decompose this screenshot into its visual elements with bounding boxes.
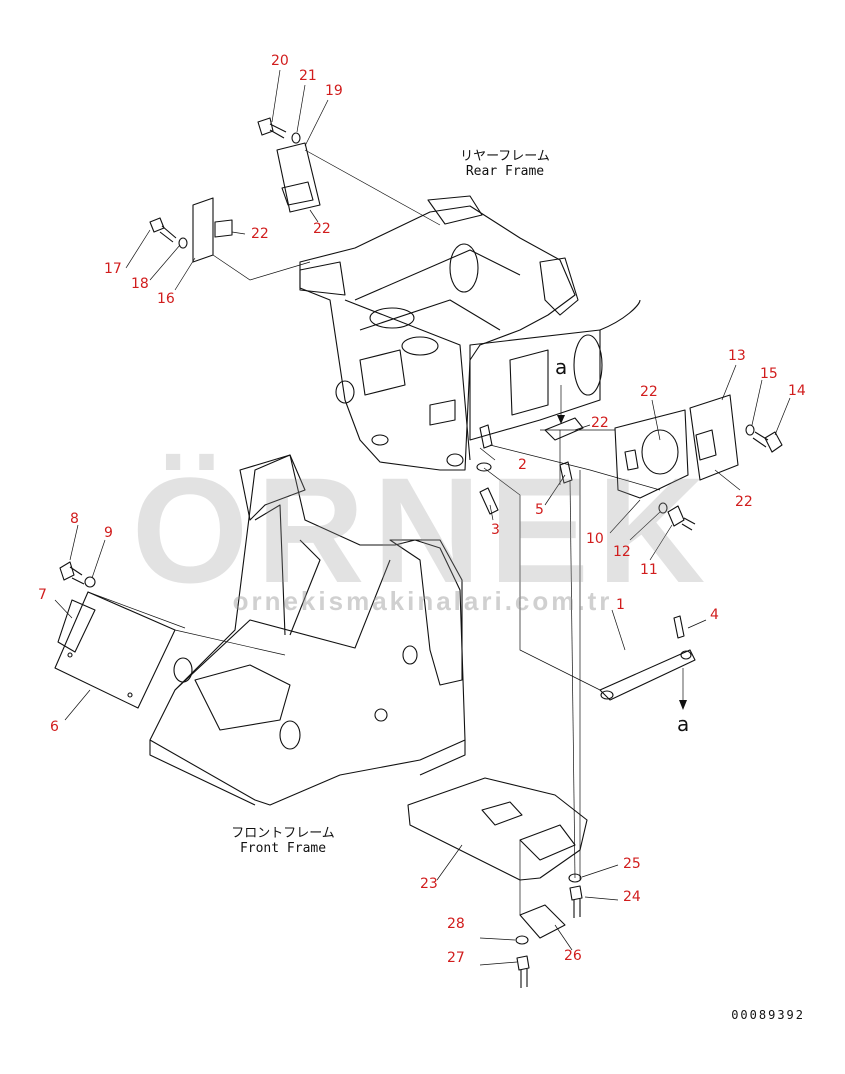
callout-6: 6 xyxy=(50,719,59,735)
bolt-11-drawing xyxy=(658,502,696,531)
callout-22-e: 22 xyxy=(735,494,753,510)
front-frame-label-en: Front Frame xyxy=(239,840,327,856)
callout-10: 10 xyxy=(586,531,604,547)
view-a-marker-top: a xyxy=(555,355,568,379)
callout-7: 7 xyxy=(38,587,47,603)
front-frame-drawing xyxy=(149,454,466,806)
callout-18: 18 xyxy=(131,276,149,292)
callout-20: 20 xyxy=(271,53,289,69)
callout-3: 3 xyxy=(491,522,500,538)
plate-19-drawing xyxy=(257,117,321,213)
callout-15: 15 xyxy=(760,366,778,382)
callout-22-d: 22 xyxy=(591,415,609,431)
link-1-drawing xyxy=(599,615,696,701)
callout-25: 25 xyxy=(623,856,641,872)
drawing-number: 00089392 xyxy=(731,1008,805,1022)
plate-13-drawing xyxy=(689,394,783,481)
callout-24: 24 xyxy=(623,889,641,905)
callout-17: 17 xyxy=(104,261,122,277)
rear-frame-drawing xyxy=(299,195,641,471)
callout-9: 9 xyxy=(104,525,113,541)
callout-27: 27 xyxy=(447,950,465,966)
bolt-8-drawing xyxy=(59,561,96,588)
plate-26-drawing xyxy=(515,873,583,988)
callout-13: 13 xyxy=(728,348,746,364)
callout-12: 12 xyxy=(613,544,631,560)
cover-6-drawing xyxy=(54,591,176,709)
callout-21: 21 xyxy=(299,68,317,84)
callout-23: 23 xyxy=(420,876,438,892)
callout-19: 19 xyxy=(325,83,343,99)
callout-22-b: 22 xyxy=(251,226,269,242)
callout-22-a: 22 xyxy=(313,221,331,237)
callout-2: 2 xyxy=(518,457,527,473)
front-frame-label-jp: フロントフレーム xyxy=(231,826,335,841)
pins-drawing xyxy=(476,417,584,515)
callout-11: 11 xyxy=(640,562,658,578)
callout-22-c: 22 xyxy=(640,384,658,400)
callout-26: 26 xyxy=(564,948,582,964)
rear-frame-label-en: Rear Frame xyxy=(465,163,545,179)
rear-frame-label-jp: リヤーフレーム xyxy=(460,149,550,164)
callout-8: 8 xyxy=(70,511,79,527)
callout-4: 4 xyxy=(710,607,719,623)
view-a-marker-bottom: a xyxy=(677,712,690,736)
plate-16-drawing xyxy=(149,197,233,263)
callout-5: 5 xyxy=(535,502,544,518)
callout-14: 14 xyxy=(788,383,806,399)
callout-28: 28 xyxy=(447,916,465,932)
plate-10-drawing xyxy=(614,409,689,499)
plate-23-drawing xyxy=(407,777,588,881)
front-frame-label: フロントフレーム Front Frame xyxy=(228,826,338,857)
rear-frame-label: リヤーフレーム Rear Frame xyxy=(450,149,560,180)
callout-16: 16 xyxy=(157,291,175,307)
callout-1: 1 xyxy=(616,597,625,613)
